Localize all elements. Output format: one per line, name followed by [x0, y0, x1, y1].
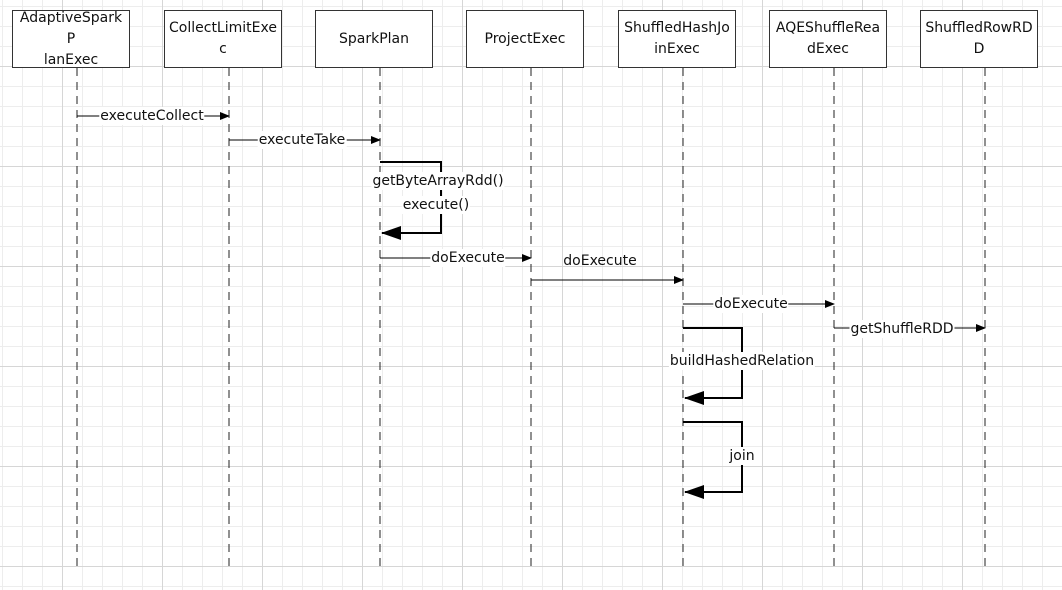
message-label-do-execute-3: doExecute [713, 295, 789, 313]
message-label-execute-take: executeTake [257, 131, 347, 149]
message-label-get-byte-array-rdd: getByteArrayRdd() [371, 172, 505, 190]
message-label-do-execute-2: doExecute [563, 253, 637, 269]
message-label-get-shuffle-rdd: getShuffleRDD [849, 320, 955, 338]
participant-spark-plan: SparkPlan [315, 10, 433, 68]
message-label-join: join [728, 447, 756, 465]
message-label-execute: execute() [401, 196, 471, 214]
participant-project-exec: ProjectExec [466, 10, 584, 68]
message-label-build-hashed-relation: buildHashedRelation [668, 352, 816, 370]
message-label-execute-collect: executeCollect [99, 107, 205, 125]
message-label-do-execute-1: doExecute [430, 249, 506, 267]
